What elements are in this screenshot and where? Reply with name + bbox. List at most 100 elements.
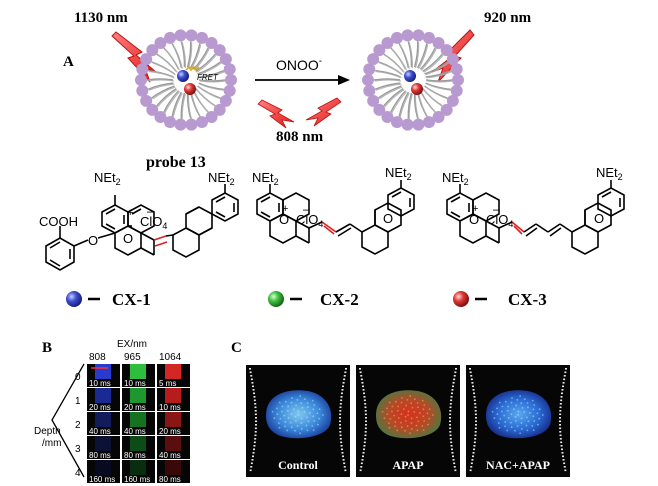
speckle	[388, 401, 391, 404]
lipid-tail	[172, 44, 183, 69]
wavelength-label: 808	[89, 352, 106, 363]
speckle	[290, 413, 293, 416]
border-dot	[472, 452, 475, 454]
lipid-head	[213, 44, 226, 57]
border-dot	[450, 441, 453, 444]
exposure-label: 20 ms	[124, 403, 146, 412]
border-dot	[450, 445, 453, 447]
depth-label-1: Depth	[34, 426, 61, 437]
lipid-tail	[399, 44, 410, 69]
speckle	[504, 421, 507, 423]
lipid-tail	[378, 85, 402, 99]
border-dot	[252, 455, 254, 458]
lipid-head	[440, 44, 453, 57]
cx-1-name: CX-1	[112, 290, 151, 309]
cx2-net2-right: NEt2	[385, 165, 412, 182]
lipid-head	[136, 84, 149, 97]
lipid-tail	[152, 86, 176, 100]
speckle	[386, 413, 389, 416]
speckle	[510, 401, 513, 404]
speckle	[305, 424, 308, 427]
cx3-net2-left: NEt2	[442, 170, 469, 187]
border-dot	[559, 410, 562, 412]
lipid-head	[373, 103, 386, 116]
nir-signal	[165, 460, 181, 475]
speckle	[313, 420, 316, 422]
border-dot	[449, 424, 452, 426]
border-dot	[364, 431, 367, 433]
speckle	[400, 413, 403, 416]
speckle	[300, 402, 303, 405]
border-dot	[254, 417, 257, 419]
speckle	[504, 425, 506, 428]
speckle	[396, 409, 399, 412]
speckle	[307, 420, 310, 423]
border-dot	[343, 462, 346, 465]
border-dot	[254, 431, 257, 433]
lipid-tail	[148, 69, 174, 78]
speckle	[515, 420, 517, 422]
lipid-tail	[376, 71, 402, 79]
border-dot	[474, 431, 477, 433]
lipid-tail	[425, 86, 449, 100]
lipid-head	[140, 53, 153, 66]
border-dot	[252, 389, 255, 391]
structure-cx-1	[45, 184, 239, 271]
lipid-tail	[425, 62, 449, 76]
lipid-head	[154, 36, 167, 49]
lipid-head	[195, 31, 208, 44]
border-dot	[253, 396, 256, 398]
speckle	[421, 425, 424, 427]
lipid-tail	[426, 83, 452, 91]
speckle	[527, 420, 530, 423]
exposure-label: 160 ms	[89, 475, 115, 484]
lipid-tail	[181, 93, 186, 120]
border-dot	[473, 441, 476, 444]
speckle	[312, 408, 315, 411]
speckle	[306, 402, 309, 404]
lipid-head	[367, 53, 380, 66]
speckle	[415, 424, 418, 427]
fret-label: FRET	[197, 73, 219, 82]
speckle	[276, 407, 278, 410]
speckle	[510, 421, 512, 424]
speckle	[526, 429, 529, 432]
speckle	[400, 421, 402, 424]
border-dot	[453, 375, 456, 377]
lipid-tail	[197, 61, 221, 75]
exposure-label: 80 ms	[159, 475, 181, 484]
cx-3-name: CX-3	[508, 290, 547, 309]
lipid-head	[136, 63, 149, 76]
lipid-head	[185, 29, 198, 42]
speckle	[317, 423, 319, 426]
speckle	[276, 413, 279, 416]
exposure-label: 40 ms	[159, 451, 181, 460]
border-dot	[363, 396, 366, 398]
lipid-tail	[399, 92, 410, 118]
nir-signal	[165, 388, 181, 403]
speckle	[514, 429, 516, 432]
speckle	[523, 398, 526, 401]
cx2-plus: +	[282, 203, 288, 215]
lipid-head	[363, 84, 376, 97]
blue-dye-left	[177, 70, 189, 82]
border-dot	[469, 469, 472, 472]
speckle	[300, 417, 303, 420]
speckle	[423, 404, 426, 406]
speckle	[426, 412, 429, 415]
border-dot	[339, 403, 342, 405]
lipid-tail	[391, 48, 408, 71]
speckle	[313, 404, 316, 406]
lipid-tail	[196, 89, 217, 108]
lipid-tail	[384, 89, 405, 108]
border-dot	[250, 462, 253, 465]
border-dot	[474, 413, 477, 416]
border-dot	[453, 378, 456, 381]
exposure-label: 40 ms	[124, 427, 146, 436]
border-dot	[452, 385, 454, 388]
speckle	[406, 425, 409, 427]
speckle	[410, 422, 413, 424]
speckle	[493, 417, 496, 419]
border-dot	[449, 420, 451, 423]
cx3-clo4: ClO4	[486, 212, 513, 229]
